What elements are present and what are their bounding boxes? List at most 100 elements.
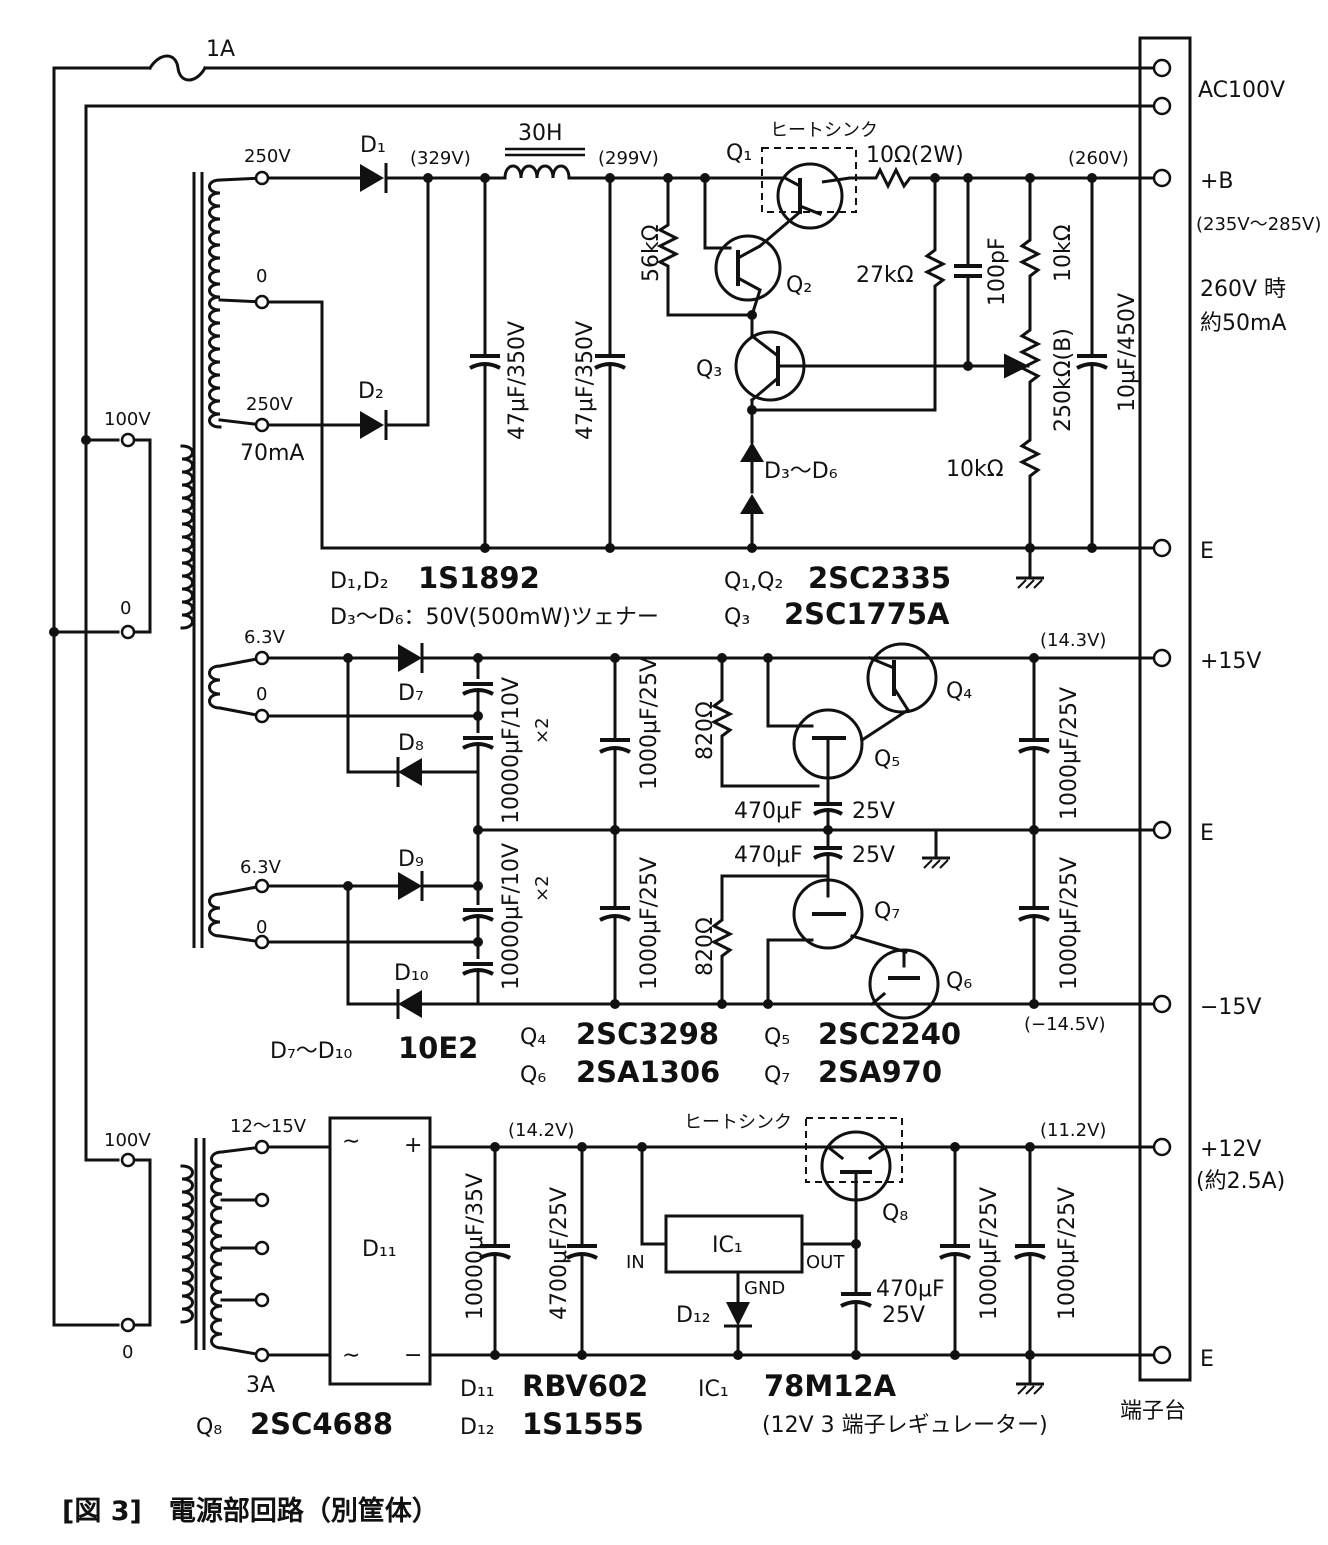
- c1000-12v-b-label: 1000μF/25V: [1055, 1187, 1080, 1320]
- b-heatsink-label: ヒートシンク: [770, 120, 878, 141]
- parts-ic1-ref: IC₁: [698, 1377, 729, 1402]
- t1-heater2-top-label: 6.3V: [240, 857, 282, 878]
- c100pf-label: 100pF: [985, 237, 1010, 306]
- parts-d12-value: 1S1555: [522, 1407, 644, 1441]
- r10k-bottom-label: 10kΩ: [946, 457, 1004, 482]
- terminal-p15-label: +15V: [1200, 649, 1261, 674]
- c1000-out-bot-label: 1000μF/25V: [1057, 857, 1082, 990]
- parts-q8-ref: Q₈: [196, 1415, 222, 1440]
- d7-label: D₇: [398, 681, 424, 706]
- q6-label: Q₆: [946, 969, 972, 994]
- parts-q6-ref: Q₆: [520, 1063, 546, 1088]
- terminal-p12-current: (約2.5A): [1196, 1169, 1285, 1194]
- bridge-ac-bot: ∼: [342, 1343, 360, 1368]
- pm15-supply-circuit: [266, 642, 1164, 1020]
- terminal-block-label: 端子台: [1120, 1399, 1186, 1424]
- pm15-neg-voltage: (−14.5V): [1024, 1014, 1106, 1035]
- d12-label: D₁₂: [676, 1303, 711, 1328]
- d2-label: D₂: [358, 379, 384, 404]
- c1000-mid-bot-label: 1000μF/25V: [637, 857, 662, 990]
- q2-label: Q₂: [786, 273, 812, 298]
- terminal-p12: [1152, 1137, 1172, 1157]
- r56k-label: 56kΩ: [639, 224, 664, 282]
- t1-hv-current-label: 70mA: [240, 441, 304, 466]
- terminal-b-label: +B: [1200, 169, 1234, 194]
- terminal-b-current-2: 約50mA: [1200, 311, 1286, 336]
- ic1-gnd-label: GND: [744, 1278, 785, 1299]
- c470-bot-voltage: 25V: [852, 843, 895, 868]
- c470-top-voltage: 25V: [852, 799, 895, 824]
- t1-primary-bot-label: 0: [120, 598, 131, 619]
- bridge-label: D₁₁: [362, 1237, 397, 1262]
- ic1-out-label: OUT: [806, 1252, 845, 1273]
- c470-top-label: 470μF: [734, 799, 803, 824]
- c470-12v-label: 470μF: [876, 1277, 945, 1302]
- c10000-top-label: 10000μF/10V: [499, 677, 524, 824]
- ic1-label: IC₁: [712, 1233, 743, 1258]
- bridge-ac-top: ∼: [342, 1129, 360, 1154]
- terminal-e1-label: E: [1200, 539, 1214, 564]
- parts-ic1-note: (12V 3 端子レギュレーター): [762, 1413, 1048, 1438]
- c4700-25v-label: 4700μF/25V: [547, 1187, 572, 1320]
- r820-top-label: 820Ω: [693, 701, 718, 760]
- c1000-out-top-label: 1000μF/25V: [1057, 687, 1082, 820]
- terminal-p12-label: +12V: [1200, 1137, 1261, 1162]
- parts-ic1-value: 78M12A: [764, 1369, 897, 1403]
- terminal-e-1: [1152, 538, 1172, 558]
- parts-q7-ref: Q₇: [764, 1063, 790, 1088]
- d8-label: D₈: [398, 731, 424, 756]
- parts-d11-value: RBV602: [522, 1369, 648, 1403]
- c10000-top-x2: ×2: [532, 717, 553, 744]
- p12-in-voltage: (14.2V): [508, 1120, 574, 1141]
- parts-q3-ref: Q₃: [724, 605, 750, 630]
- ac-input-wiring: [49, 54, 1164, 1327]
- choke-label: 30H: [518, 121, 563, 146]
- zener-label: D₃〜D₆: [764, 459, 838, 484]
- terminal-block: [1138, 36, 1192, 1382]
- parts-q1q2-value: 2SC2335: [808, 561, 951, 595]
- t1-hv-mid-label: 0: [256, 266, 267, 287]
- c1000-mid-top-label: 1000μF/25V: [637, 657, 662, 790]
- p12-supply-circuit: [220, 1116, 1164, 1395]
- t1-hv-bot-label: 250V: [246, 394, 293, 415]
- parts-d1d2-ref: D₁,D₂: [330, 569, 389, 594]
- t2-sec-top-label: 12〜15V: [230, 1116, 307, 1137]
- vr250k-label: 250kΩ(B): [1051, 328, 1076, 432]
- parts-d7d10-ref: D₇〜D₁₀: [270, 1039, 353, 1064]
- terminal-p15: [1152, 648, 1172, 668]
- p12-heatsink-label: ヒートシンク: [684, 1112, 792, 1133]
- d10-label: D₁₀: [394, 961, 429, 986]
- terminal-ac-2: [1152, 96, 1172, 116]
- parts-d12-ref: D₁₂: [460, 1415, 495, 1440]
- bridge-plus: +: [404, 1133, 422, 1158]
- q3-label: Q₃: [696, 357, 722, 382]
- r10k-top-label: 10kΩ: [1051, 224, 1076, 282]
- b-supply-circuit: [266, 147, 1164, 589]
- terminal-m15-label: −15V: [1200, 995, 1261, 1020]
- c10000-bot-x2: ×2: [532, 875, 553, 902]
- parts-q7-value: 2SA970: [818, 1055, 942, 1089]
- t1-heater1-top-label: 6.3V: [244, 627, 286, 648]
- bridge-minus: −: [404, 1343, 422, 1368]
- parts-q6-value: 2SA1306: [576, 1055, 720, 1089]
- q8-label: Q₈: [882, 1201, 908, 1226]
- b-choke-voltage: (299V): [598, 148, 659, 169]
- r820-bot-label: 820Ω: [693, 917, 718, 976]
- parts-q4-value: 2SC3298: [576, 1017, 719, 1051]
- terminal-b: [1152, 168, 1172, 188]
- q5-label: Q₅: [874, 747, 900, 772]
- parts-q5-value: 2SC2240: [818, 1017, 961, 1051]
- b-out-voltage: (260V): [1068, 148, 1129, 169]
- r27k-label: 27kΩ: [856, 263, 914, 288]
- c2-label: 47μF/350V: [573, 321, 598, 440]
- t2-primary-top-label: 100V: [104, 1130, 151, 1151]
- terminal-m15: [1152, 994, 1172, 1014]
- c10000-bot-label: 10000μF/10V: [499, 843, 524, 990]
- c1-label: 47μF/350V: [505, 321, 530, 440]
- parts-q1q2-ref: Q₁,Q₂: [724, 569, 783, 594]
- t2-primary-bot-label: 0: [122, 1342, 133, 1363]
- terminal-b-current-1: 260V 時: [1200, 277, 1286, 302]
- q7-label: Q₇: [874, 899, 900, 924]
- d9-label: D₉: [398, 847, 424, 872]
- terminal-e-3: [1152, 1345, 1172, 1365]
